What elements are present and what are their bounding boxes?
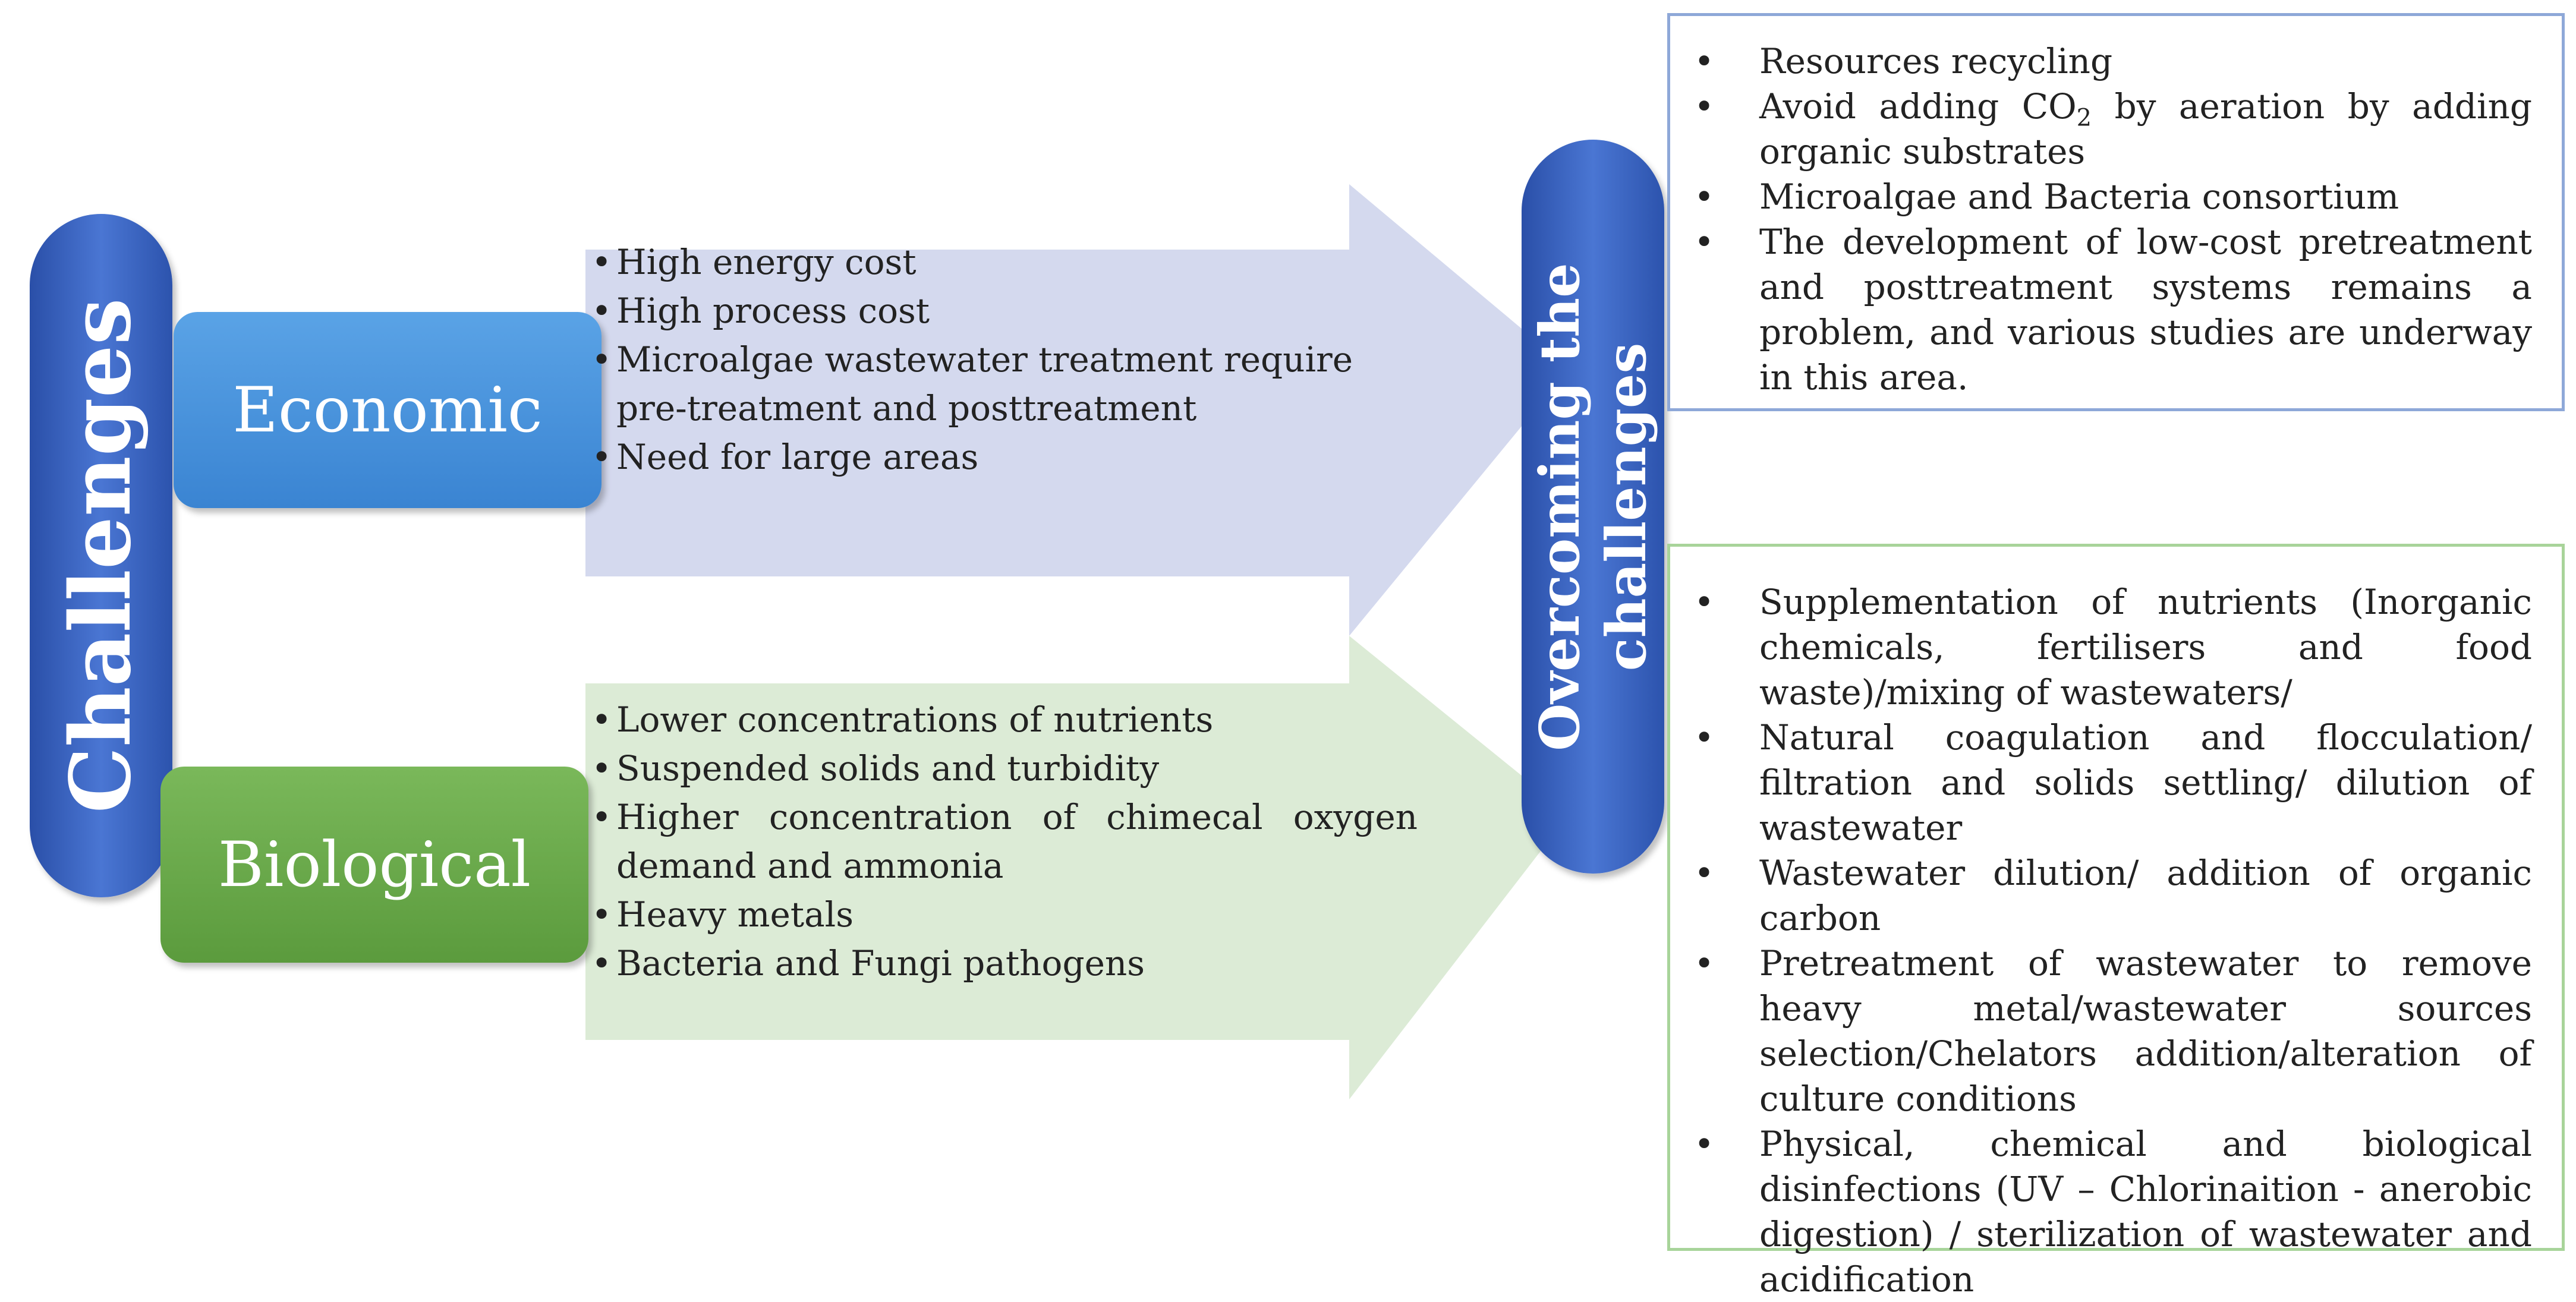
list-item: The development of low-cost pretreatment… [1670, 219, 2532, 400]
list-item: Bacteria and Fungi pathogens [591, 939, 1418, 988]
challenges-label: Challenges [52, 298, 150, 814]
biological-label: Biological [218, 828, 531, 901]
list-item: Microalgae wastewater treatment require … [591, 335, 1418, 433]
list-item: Higher concentration of chimecal oxygen … [591, 793, 1418, 890]
list-item: Suspended solids and turbidity [591, 744, 1418, 793]
economic-solutions-box: Resources recycling Avoid adding CO2 by … [1667, 13, 2565, 411]
overcoming-line-2: challenges [1594, 342, 1658, 671]
list-item: Lower concentrations of nutrients [591, 695, 1418, 744]
list-item: Supplementation of nutrients (Inorganic … [1670, 579, 2532, 715]
biological-solutions-box: Supplementation of nutrients (Inorganic … [1667, 544, 2565, 1300]
list-item: Avoid adding CO2 by aeration by adding o… [1670, 84, 2532, 174]
list-item: High process cost [591, 286, 1418, 335]
list-item: High energy cost [591, 238, 1418, 286]
list-item: Natural coagulation and flocculation/ fi… [1670, 715, 2532, 850]
list-item: Microalgae and Bacteria consortium [1670, 174, 2532, 219]
biological-challenges-list: Lower concentrations of nutrients Suspen… [591, 695, 1418, 988]
challenges-pill: Challenges [30, 214, 172, 897]
co2-text: Avoid adding CO [1759, 86, 2077, 127]
co2-subscript: 2 [2076, 104, 2092, 132]
list-item: Wastewater dilution/ addition of organic… [1670, 850, 2532, 941]
economic-challenges-list: High energy cost High process cost Micro… [591, 238, 1418, 481]
economic-label: Economic [232, 374, 543, 446]
co2-text-tail: by aeration by adding organic substrates [1759, 86, 2532, 172]
list-item: Heavy metals [591, 890, 1418, 939]
list-item: Resources recycling [1670, 39, 2532, 84]
list-item: Need for large areas [591, 433, 1418, 481]
list-item: Pretreatment of wastewater to remove hea… [1670, 941, 2532, 1121]
list-item: Physical, chemical and biological disinf… [1670, 1121, 2532, 1302]
overcoming-line-1: Overcoming the [1528, 262, 1592, 751]
biological-box: Biological [160, 767, 588, 963]
economic-box: Economic [174, 312, 602, 508]
